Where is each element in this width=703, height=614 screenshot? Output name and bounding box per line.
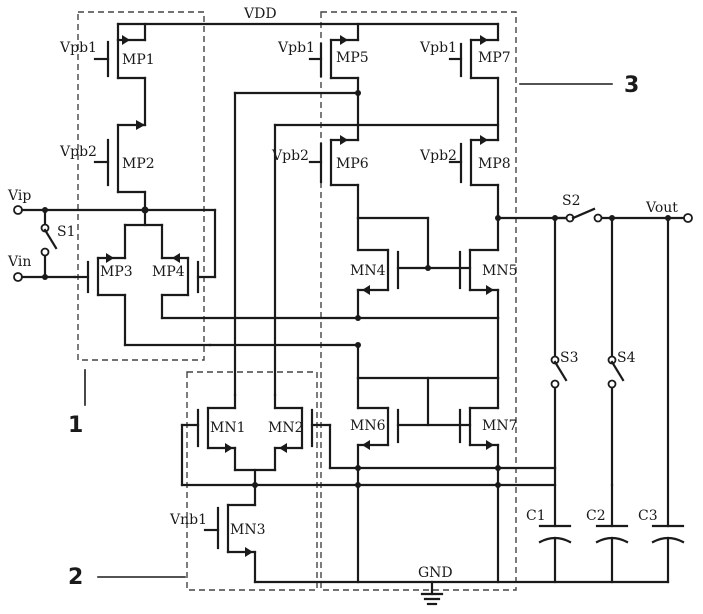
c2-label: C2 xyxy=(586,508,606,524)
c1-label: C1 xyxy=(526,508,546,524)
vout-terminal xyxy=(683,213,693,223)
mp4-label: MP4 xyxy=(152,264,185,280)
c3-label: C3 xyxy=(638,508,658,524)
mp2-gate-label: Vpb2 xyxy=(59,144,97,160)
block-3-outline xyxy=(320,11,517,591)
transistor-mp1 xyxy=(93,22,147,127)
mp8-label: MP8 xyxy=(478,156,511,172)
transistor-mn7 xyxy=(458,376,500,584)
transistor-mp2 xyxy=(93,120,147,212)
vip-label: Vip xyxy=(7,188,31,204)
gnd-label: GND xyxy=(418,565,453,581)
switch-s3 xyxy=(550,216,568,470)
mn6-label: MN6 xyxy=(350,418,386,434)
transistor-mn5 xyxy=(458,216,500,320)
vip-terminal xyxy=(13,205,23,215)
vout-label: Vout xyxy=(645,200,678,216)
mp8-gate-label: Vpb2 xyxy=(419,148,457,164)
transistor-mn2 xyxy=(273,393,332,472)
mn3-gate-label: Vnb1 xyxy=(169,512,207,528)
block-2-label: 2 xyxy=(68,565,83,590)
s1-label: S1 xyxy=(57,224,76,240)
vin-terminal xyxy=(13,272,23,282)
mp7-gate-label: Vpb1 xyxy=(419,40,457,56)
transistor-mn3 xyxy=(203,483,257,584)
transistor-mp8 xyxy=(459,135,500,220)
vdd-label: VDD xyxy=(243,6,277,22)
transistor-mp7 xyxy=(459,22,500,142)
capacitor-c2 xyxy=(595,483,629,584)
block-1-label: 1 xyxy=(68,413,83,438)
mn7-label: MN7 xyxy=(482,418,518,434)
block-3-label: 3 xyxy=(624,73,639,98)
mp5-gate-label: Vpb1 xyxy=(277,40,315,56)
switch-s1 xyxy=(40,208,58,279)
switch-s4 xyxy=(607,216,625,487)
ground-symbol xyxy=(420,580,444,606)
s2-label: S2 xyxy=(562,193,581,209)
mp6-label: MP6 xyxy=(336,156,369,172)
mn4-label: MN4 xyxy=(350,263,386,279)
mn1-label: MN1 xyxy=(210,420,246,436)
mn3-label: MN3 xyxy=(230,522,266,538)
transistor-mn4 xyxy=(356,216,400,320)
mp2-label: MP2 xyxy=(122,156,155,172)
s3-label: S3 xyxy=(560,350,579,366)
mp3-label: MP3 xyxy=(100,264,133,280)
transistor-mn1 xyxy=(180,393,237,487)
transistor-mp3 xyxy=(73,223,127,347)
mp6-gate-label: Vpb2 xyxy=(271,148,309,164)
mn2-label: MN2 xyxy=(268,420,304,436)
block-1-outline xyxy=(77,11,205,361)
mp7-label: MP7 xyxy=(478,50,511,66)
mp5-label: MP5 xyxy=(336,50,369,66)
mp1-label: MP1 xyxy=(122,52,155,68)
mp1-gate-label: Vpb1 xyxy=(59,40,97,56)
s4-label: S4 xyxy=(617,350,636,366)
transistor-mp4 xyxy=(160,223,217,320)
capacitor-c3 xyxy=(651,216,685,584)
mn5-label: MN5 xyxy=(482,263,518,279)
transistor-mn6 xyxy=(356,376,400,584)
capacitor-c1 xyxy=(538,466,572,584)
transistor-mp5 xyxy=(319,22,360,127)
block-2-outline xyxy=(186,371,318,591)
vin-label: Vin xyxy=(7,254,31,270)
